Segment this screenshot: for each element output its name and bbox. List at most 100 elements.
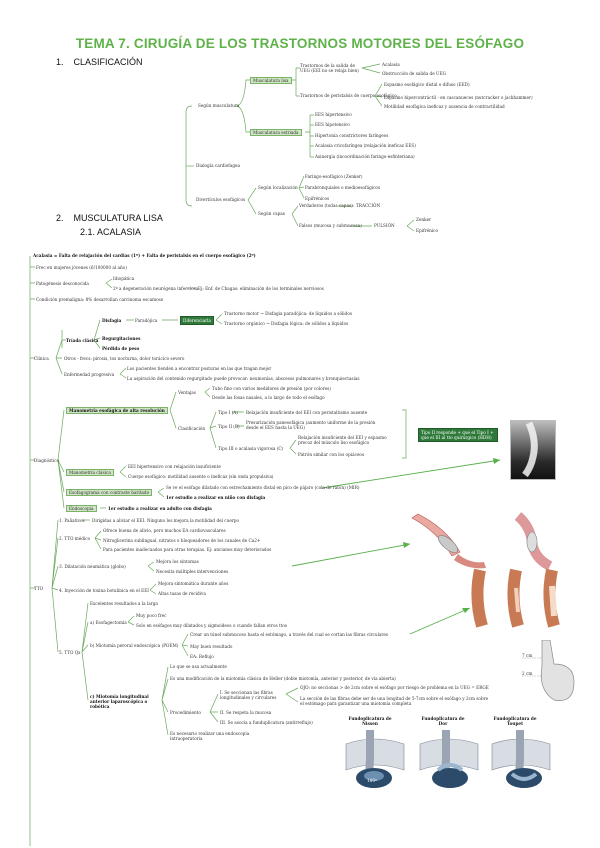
node-parabronquiales: Parabronquiales o medioesofágicos (305, 185, 381, 190)
node-cascanueces: Espasmo hipercontráctil - en cascanueces… (384, 95, 533, 100)
node-poem-resultado: May buen resultado (190, 644, 233, 649)
node-usa-actualmente: Lo que se usa actualmente (170, 664, 227, 669)
node-sigmoideos: Solo en esófagos muy dilatados y sigmoid… (136, 623, 288, 628)
node-patogenesis: Patogénesis desconocida (36, 281, 89, 286)
toupet-image (490, 730, 552, 792)
node-diverticulos: Divertículos esofágicos (196, 197, 246, 202)
node-paliativos-desc: Dirigidas a aliviar el EEI. Ninguno los … (92, 518, 239, 523)
node-fibras: I. Se seccionan las fibras longitudinale… (220, 690, 277, 700)
node-musculatura-lisa: Musculatura lisa (250, 77, 292, 84)
label-dor: Fundoplicatura de Dor (421, 716, 465, 726)
node-triada: Tríada clásica (66, 338, 99, 343)
node-tubo-fino: Tubo fino con varios medidores de presió… (212, 386, 331, 391)
node-toxina-mejora: Mejora sintomática durante años (158, 581, 229, 586)
myotomy-stages-image (468, 568, 568, 628)
node-definicion: Acalasia = Falta de relajación del cardi… (33, 253, 256, 258)
dor-image (418, 730, 480, 792)
node-endoscopia-intraop: Es necesario realizar una endoscopia int… (170, 731, 250, 741)
node-trastorno-organico: Trastorno orgánico → Disfagia lógica: de… (224, 321, 349, 326)
node-salida-ueg: Trastornos de la salida de UEG (EEI no s… (300, 63, 359, 73)
node-eei-hipertensivo: EEI hipertensivo con relajación insufici… (128, 464, 221, 469)
node-verdaderos: Verdaderos (todas capas) (299, 203, 353, 208)
node-fosas-nasales: Desde las fosas nasales, a lo largo de t… (212, 395, 325, 400)
node-chagas: Ej: Enf. de Chagas: eliminación de los t… (198, 286, 324, 291)
node-toxina-recidiva: Altas tasas de recidiva (158, 591, 206, 596)
node-epifrenicos: Epifrénicos (305, 196, 330, 201)
node-tipo-i: Tipo I (A) (218, 410, 238, 415)
node-estudio-nino: 1er estudio a realizar en niño con disfa… (166, 495, 266, 500)
node-epifrenico: Epifrénico (416, 228, 439, 233)
node-aspiracion: La aspiración del contenido regurgitado … (127, 376, 360, 381)
node-ea-cardio: Ofrece buena de alivio, pero muchos EA c… (103, 528, 226, 533)
node-idiopatica: Idiopática (113, 276, 135, 281)
node-mejora-sintomas: Mejora los síntomas (156, 559, 199, 564)
node-posturas: Los pacientes tienden a encontrar postur… (127, 366, 272, 371)
node-dilatacion: 3. Dilatación neumática (globo) (59, 564, 126, 569)
node-poco-frec: Muy poco frec (136, 613, 167, 618)
node-otros: Otros - frecs: pirosis, tos nocturna, do… (64, 356, 185, 361)
node-inadecuados: Para pacientes inadecuados para otras te… (103, 547, 272, 552)
node-acalasia-crico: Acalasia cricofaríngea (relajación inefi… (315, 143, 416, 148)
node-procedimiento: Procedimiento (170, 710, 201, 715)
node-tto-qx: 5. TTO Qx (59, 650, 81, 655)
node-tipo-note: Tipo II responde + que el Tipo I + que e… (418, 428, 498, 442)
node-asinergia: Asinergia (incoordinación faringo-esfint… (315, 154, 415, 159)
node-tipo-iii: Tipo III o acalasia vigorosa (C) (218, 446, 284, 451)
node-ees-hipo: EES hipotensivo (315, 122, 350, 127)
node-pico-pajaro: Se ve el esófago dilatado con estrechami… (166, 485, 360, 490)
node-poem-reflujo: EA: Reflujo (190, 654, 214, 659)
node-heller: c) Miotomía longitudinal anterior laparo… (90, 694, 149, 709)
node-clasificacion-mano: Clasificación (178, 426, 206, 431)
node-regurgitaciones: Regurgitaciones (102, 336, 141, 341)
node-eed: Espasmo esofágico distal o difuso (EED) (384, 82, 470, 87)
node-trastorno-motor: Trastorno motor → Disfagia paradójica: d… (224, 311, 352, 316)
node-progresiva: Enfermedad progresiva (64, 372, 115, 377)
node-tto-medico: 2. TTO médico (59, 536, 91, 541)
label-7cm: 7 cm (522, 653, 533, 658)
node-motilidad: Motilidad esofágica ineficaz y ausencia … (384, 104, 505, 109)
node-multiples: Necesita múltiples intervenciones (156, 569, 229, 574)
node-musculatura-estriada: Musculatura estriada (250, 129, 302, 136)
node-zenker: Zenker (416, 217, 432, 222)
label-2cm: 2 cm (522, 671, 533, 676)
node-perdida-peso: Pérdida de peso (102, 346, 140, 351)
node-peristalsis: Trastornos de peristalsis de cuerpo esof… (300, 93, 397, 98)
node-pulsion: PULSIÓN (374, 223, 395, 228)
balloon-detail-image (510, 512, 560, 571)
node-disfagia: Disfagia (102, 318, 122, 323)
dilatacion-globo-image (408, 512, 504, 570)
page-title: TEMA 7. CIRUGÍA DE LOS TRASTORNOS MOTORE… (75, 36, 525, 51)
node-clinica: Clínica (34, 356, 49, 361)
stomach-diagram-image (518, 639, 578, 704)
node-endoscopia: Endoscopia (66, 505, 97, 512)
label-nissen: Fundoplicatura de Nissen (348, 716, 392, 726)
node-obstruccion: Obstrucción de salida de UEG (382, 71, 446, 76)
section-acalasia: 2.1. ACALASIA (80, 227, 142, 237)
node-zenker-loc: Faringo-esofágico (Zenker) (305, 174, 363, 179)
node-poem: b) Miotomía peroral endoscópica (POEM) (90, 643, 179, 648)
node-ees-hiper: EES hipertensivo (315, 112, 352, 117)
node-esofagograma: Esofagograma con contraste baritado (66, 489, 153, 496)
node-capas: Según capas (258, 211, 285, 216)
node-diagnostico: Diagnóstico (34, 458, 60, 463)
node-ventajas: Ventajas (178, 390, 196, 395)
node-hipertonia: Hipertonía constrictores faríngeos (315, 133, 389, 138)
node-manometria-ar: Manometría esofágica de alta resolución (66, 407, 168, 414)
node-tipo-ii: Tipo II (B) (218, 424, 240, 429)
node-poem-tunel: Crear un túnel submucoso hasta el estóma… (190, 632, 389, 637)
nissen-image (344, 730, 406, 792)
node-falsos: Falsos (mucosa y submucosa) (299, 223, 362, 228)
node-diferenciarla: Diferenciarla (180, 316, 214, 325)
node-localizacion: Según localización (258, 185, 298, 190)
section-clasificacion: 1. CLASIFICACIÓN (56, 57, 143, 67)
node-degeneracion: 2ª a degeneración neurógena infecciosa (113, 286, 199, 291)
node-acalasia: Acalasia (382, 62, 400, 67)
node-frecuencia: Frec en mujeres jóvenes (6/100000 al año… (36, 265, 127, 270)
node-paliativos: 1. Paliativos (59, 518, 85, 523)
node-tipo-iii-a: Relajación insuficiente del EEI y espasm… (298, 435, 387, 445)
node-estudio-adulto: 1er estudio a realizar en adulto con dis… (108, 506, 212, 511)
node-toxina: 4. Inyección de toxina botulínica en el … (59, 588, 149, 593)
node-dialogia: Dialogía cardiofagea (196, 163, 240, 168)
label-toupet: Fundoplicatura de Toupet (493, 716, 537, 726)
